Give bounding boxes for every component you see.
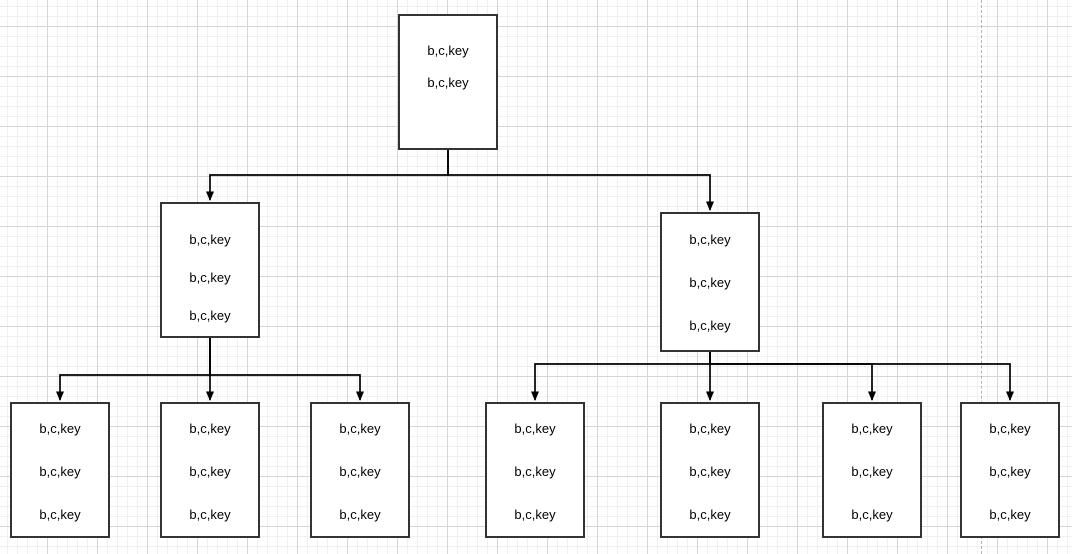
node-text-line: b,c,key bbox=[851, 464, 893, 479]
node-text-line: b,c,key bbox=[514, 507, 556, 522]
tree-node-leaf-4[interactable]: b,c,key b,c,key b,c,key bbox=[485, 402, 585, 538]
node-text-line: b,c,key bbox=[189, 421, 231, 436]
edge-internal-right-leaf-4[interactable] bbox=[531, 352, 711, 401]
node-text-line: b,c,key bbox=[851, 421, 893, 436]
node-text-line: b,c,key bbox=[339, 464, 381, 479]
tree-node-internal-left[interactable]: b,c,key b,c,key b,c,key bbox=[160, 202, 260, 338]
node-text-line: b,c,key bbox=[689, 507, 731, 522]
node-text-line: b,c,key bbox=[339, 421, 381, 436]
tree-node-leaf-5[interactable]: b,c,key b,c,key b,c,key bbox=[660, 402, 760, 538]
node-text-line: b,c,key bbox=[851, 507, 893, 522]
node-text-line: b,c,key bbox=[689, 464, 731, 479]
edge-root-internal-left[interactable] bbox=[206, 150, 449, 201]
node-text-line: b,c,key bbox=[689, 318, 731, 333]
node-text-line: b,c,key bbox=[189, 308, 231, 323]
tree-node-leaf-6[interactable]: b,c,key b,c,key b,c,key bbox=[822, 402, 922, 538]
edge-root-internal-right[interactable] bbox=[447, 150, 714, 211]
tree-node-internal-right[interactable]: b,c,key b,c,key b,c,key bbox=[660, 212, 760, 352]
node-text-line: b,c,key bbox=[39, 464, 81, 479]
node-text-line: b,c,key bbox=[689, 421, 731, 436]
node-text-line: b,c,key bbox=[189, 270, 231, 285]
node-text-line: b,c,key bbox=[989, 507, 1031, 522]
tree-node-root[interactable]: b,c,key b,c,key bbox=[398, 14, 498, 150]
tree-node-leaf-3[interactable]: b,c,key b,c,key b,c,key bbox=[310, 402, 410, 538]
node-text-line: b,c,key bbox=[689, 232, 731, 247]
node-text-line: b,c,key bbox=[514, 464, 556, 479]
page-break-line bbox=[981, 0, 982, 554]
node-text-line: b,c,key bbox=[189, 507, 231, 522]
edge-internal-right-leaf-7[interactable] bbox=[709, 352, 1014, 401]
node-text-line: b,c,key bbox=[189, 232, 231, 247]
tree-node-leaf-1[interactable]: b,c,key b,c,key b,c,key bbox=[10, 402, 110, 538]
node-text-line: b,c,key bbox=[989, 464, 1031, 479]
node-text-line: b,c,key bbox=[427, 43, 469, 58]
node-text-line: b,c,key bbox=[189, 464, 231, 479]
node-text-line: b,c,key bbox=[989, 421, 1031, 436]
node-text-line: b,c,key bbox=[39, 507, 81, 522]
edge-internal-left-leaf-1[interactable] bbox=[56, 338, 211, 401]
tree-node-leaf-7[interactable]: b,c,key b,c,key b,c,key bbox=[960, 402, 1060, 538]
edge-internal-left-leaf-3[interactable] bbox=[209, 338, 364, 401]
node-text-line: b,c,key bbox=[514, 421, 556, 436]
edge-internal-right-leaf-6[interactable] bbox=[709, 352, 876, 401]
node-text-line: b,c,key bbox=[427, 75, 469, 90]
node-text-line: b,c,key bbox=[339, 507, 381, 522]
node-text-line: b,c,key bbox=[39, 421, 81, 436]
node-text-line: b,c,key bbox=[689, 275, 731, 290]
tree-node-leaf-2[interactable]: b,c,key b,c,key b,c,key bbox=[160, 402, 260, 538]
